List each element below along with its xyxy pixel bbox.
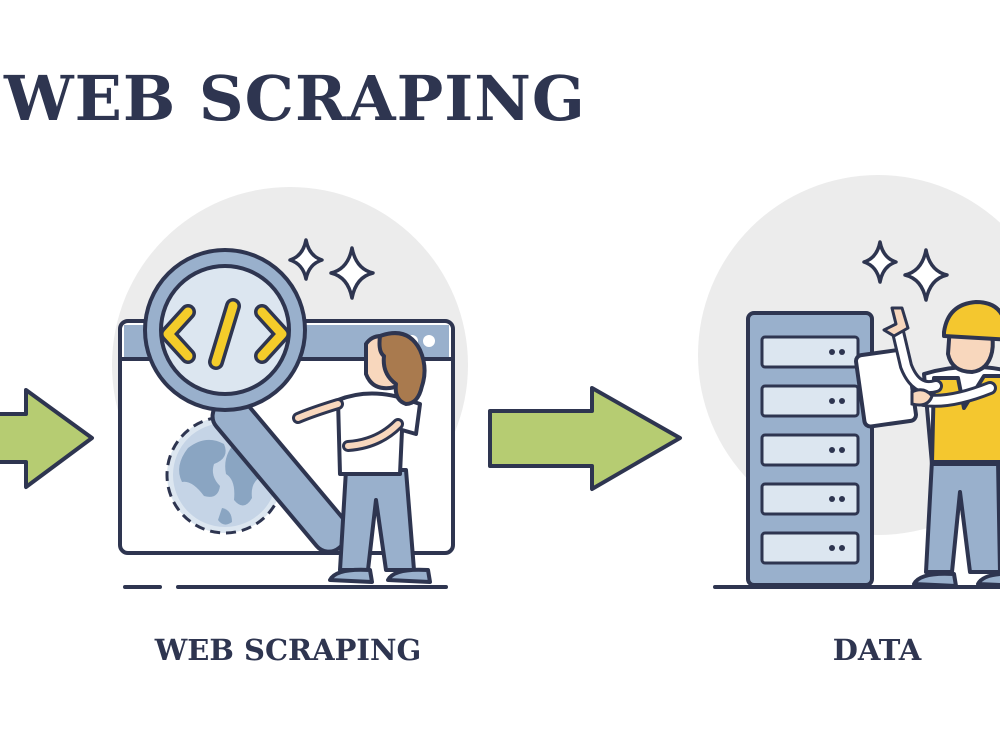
magnifier-icon	[143, 248, 352, 554]
arrow-right-icon	[488, 386, 682, 491]
data-illustration	[698, 175, 1000, 589]
server-rack-icon	[746, 311, 874, 587]
step-label-data: DATA	[832, 633, 922, 667]
woman-figure-icon	[292, 331, 432, 584]
worker-figure-icon	[854, 300, 1000, 588]
page-title: WEB SCRAPING	[4, 62, 586, 135]
arrow-left-partial-icon	[0, 388, 94, 489]
sparkle-icon	[288, 238, 375, 300]
step-label-web-scraping: WEB SCRAPING	[154, 633, 422, 667]
sparkle-icon	[862, 240, 949, 302]
web-scraping-illustration	[112, 187, 468, 589]
code-brackets-icon	[160, 298, 290, 370]
